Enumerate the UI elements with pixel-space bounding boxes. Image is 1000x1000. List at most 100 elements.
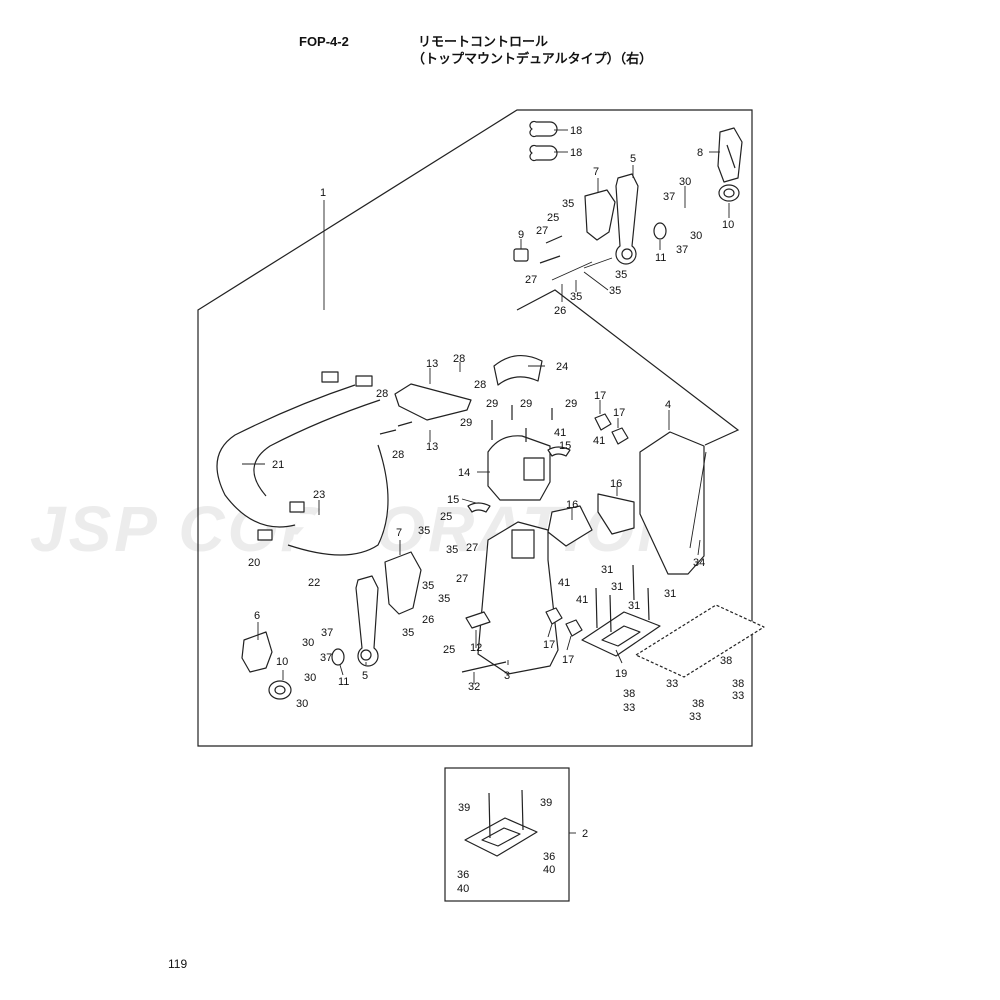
- part-12-clip: [465, 611, 491, 629]
- callout-26: 26: [422, 614, 434, 626]
- callout-37: 37: [676, 244, 688, 256]
- part-39-bolt: [488, 792, 491, 839]
- callout-35: 35: [418, 525, 430, 537]
- callout-29: 29: [486, 398, 498, 410]
- part-9-knob: [513, 248, 529, 262]
- callout-35: 35: [402, 627, 414, 639]
- part-7-bracket: [384, 551, 422, 615]
- page-number: 119: [168, 957, 188, 971]
- mounting-template: [635, 604, 765, 678]
- part-6-handle: [241, 631, 273, 673]
- callout-16: 16: [566, 499, 578, 511]
- part-22-harness: [287, 444, 389, 556]
- callout-3: 3: [504, 670, 510, 682]
- callout-6: 6: [254, 610, 260, 622]
- callout-28: 28: [392, 449, 404, 461]
- callout-10: 10: [722, 219, 734, 231]
- callout-18: 18: [570, 125, 582, 137]
- callout-30: 30: [302, 637, 314, 649]
- callout-22: 22: [308, 577, 320, 589]
- callout-35: 35: [609, 285, 621, 297]
- part-17-boss: [565, 619, 583, 637]
- callout-14: 14: [458, 467, 470, 479]
- callout-25: 25: [440, 511, 452, 523]
- callout-17: 17: [562, 654, 574, 666]
- callout-5: 5: [362, 670, 368, 682]
- part-14-housing: [487, 435, 551, 501]
- assembly-1-boundary: [197, 109, 753, 747]
- callout-12: 12: [470, 642, 482, 654]
- part-13-plate: [394, 383, 472, 421]
- callout-33: 33: [666, 678, 678, 690]
- callout-27: 27: [525, 274, 537, 286]
- part-20-connector: [257, 529, 273, 541]
- callout-10: 10: [276, 656, 288, 668]
- callout-38: 38: [732, 678, 744, 690]
- callout-28: 28: [453, 353, 465, 365]
- part-17-boss: [545, 607, 563, 625]
- page-title: リモートコントロール: [418, 34, 549, 49]
- callout-34: 34: [693, 557, 705, 569]
- callout-31: 31: [628, 600, 640, 612]
- callout-4: 4: [665, 399, 671, 411]
- callout-8: 8: [697, 147, 703, 159]
- callout-41: 41: [558, 577, 570, 589]
- callout-25: 25: [547, 212, 559, 224]
- callout-13: 13: [426, 441, 438, 453]
- callout-25: 25: [443, 644, 455, 656]
- callout-19: 19: [615, 668, 627, 680]
- part-11-collar: [653, 222, 667, 240]
- callout-15: 15: [559, 440, 571, 452]
- part-17-boss: [594, 413, 612, 431]
- part-31-bolt: [609, 594, 612, 633]
- callout-29: 29: [520, 398, 532, 410]
- part-31-bolt: [595, 587, 598, 629]
- callout-13: 13: [426, 358, 438, 370]
- callout-28: 28: [376, 388, 388, 400]
- page-subtitle: （トップマウントデュアルタイプ）（右）: [412, 51, 653, 66]
- callout-40: 40: [457, 883, 469, 895]
- callout-35: 35: [422, 580, 434, 592]
- callout-16: 16: [610, 478, 622, 490]
- callout-33: 33: [623, 702, 635, 714]
- part-5-lever: [355, 575, 379, 667]
- callout-7: 7: [593, 166, 599, 178]
- part-17-boss: [611, 427, 629, 445]
- callout-35: 35: [438, 593, 450, 605]
- callout-36: 36: [543, 851, 555, 863]
- callout-15: 15: [447, 494, 459, 506]
- callout-30: 30: [296, 698, 308, 710]
- callout-38: 38: [692, 698, 704, 710]
- callout-41: 41: [576, 594, 588, 606]
- callout-35: 35: [615, 269, 627, 281]
- callout-30: 30: [304, 672, 316, 684]
- callout-2: 2: [582, 828, 588, 840]
- page-code: FOP-4-2: [299, 34, 349, 49]
- callout-40: 40: [543, 864, 555, 876]
- callout-39: 39: [458, 802, 470, 814]
- callout-37: 37: [663, 191, 675, 203]
- callout-37: 37: [320, 652, 332, 664]
- part-18-cap: [529, 120, 558, 138]
- callout-35: 35: [570, 291, 582, 303]
- callout-20: 20: [248, 557, 260, 569]
- lever-group-separator: [516, 289, 740, 446]
- part-18-cap: [529, 144, 558, 162]
- callout-5: 5: [630, 153, 636, 165]
- callout-21: 21: [272, 459, 284, 471]
- callout-33: 33: [689, 711, 701, 723]
- part-15-clip: [467, 502, 491, 513]
- callout-38: 38: [623, 688, 635, 700]
- callout-11: 11: [655, 252, 666, 264]
- callout-27: 27: [456, 573, 468, 585]
- part-4-body: [639, 431, 705, 575]
- part-5-lever: [615, 173, 639, 265]
- assembly-2-boundary: [444, 767, 570, 902]
- part-23-connector: [289, 501, 305, 513]
- part-32-bolt: [461, 661, 507, 673]
- callout-33: 33: [732, 690, 744, 702]
- callout-7: 7: [396, 527, 402, 539]
- part-31-bolt: [632, 564, 635, 601]
- callout-26: 26: [554, 305, 566, 317]
